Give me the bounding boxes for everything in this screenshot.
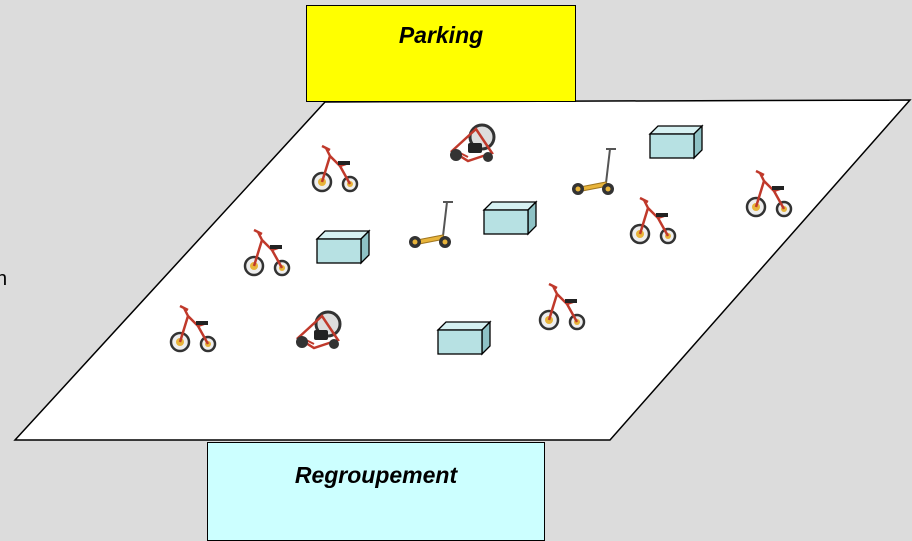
parking-zone [306,5,576,102]
cropped-text-fragment: n [0,268,16,291]
parking-label: Parking [398,22,484,48]
obstacle-block [483,201,537,235]
activity-floor [13,99,912,441]
cropped-letter: n [0,268,8,290]
regroupement-zone [207,442,545,541]
regroupement-label: Regroupement [294,462,458,488]
obstacle-block [649,125,703,159]
obstacle-block [316,230,370,264]
obstacle-block [437,321,491,355]
